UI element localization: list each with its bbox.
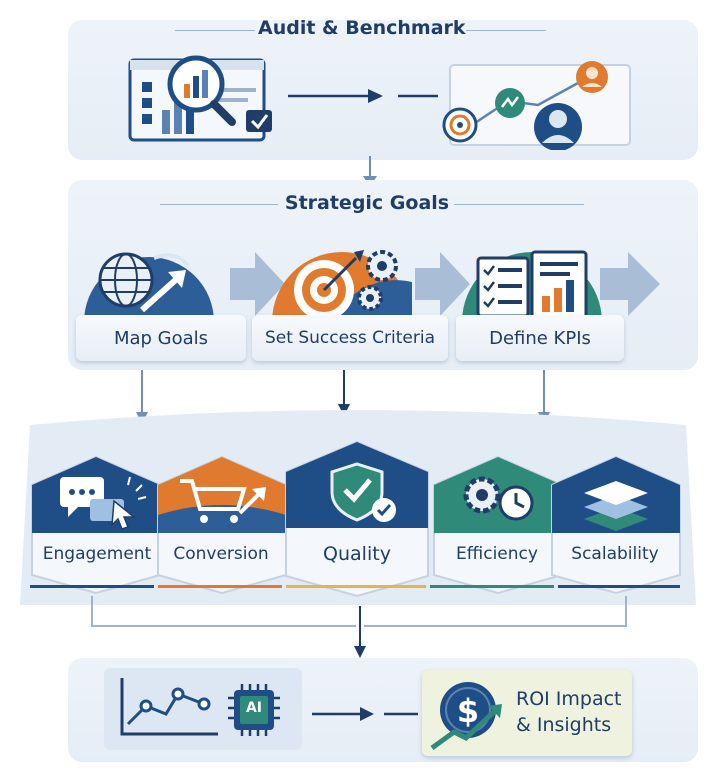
audit-flow-arrow bbox=[288, 89, 438, 103]
strategic-rule-right bbox=[454, 204, 584, 205]
metric-scalability-hex bbox=[551, 455, 681, 595]
step-label: Define KPIs bbox=[489, 327, 591, 349]
metric-conversion-hex bbox=[157, 455, 287, 595]
audit-title: Audit & Benchmark bbox=[258, 17, 466, 39]
step-label: Map Goals bbox=[113, 327, 209, 349]
step-set-success-criteria: Set Success Criteria bbox=[252, 315, 448, 361]
metric-label-efficiency: Efficiency bbox=[456, 544, 538, 564]
metric-engagement-hex bbox=[31, 455, 161, 595]
metrics-color-bands bbox=[30, 585, 680, 588]
step-map-goals: Map Goals bbox=[76, 315, 246, 361]
audit-rule-left bbox=[175, 30, 255, 31]
strategic-title: Strategic Goals bbox=[284, 192, 450, 214]
step-define-kpis: Define KPIs bbox=[456, 315, 624, 361]
metrics-merge-connector bbox=[91, 596, 627, 658]
benchmark-profile-icon bbox=[442, 61, 631, 150]
audit-dashboard-icon bbox=[128, 55, 272, 142]
metric-label-quality: Quality bbox=[323, 543, 391, 565]
svg-text:$: $ bbox=[457, 692, 479, 730]
analytics-ai-icon bbox=[104, 668, 302, 750]
audit-rule-right bbox=[466, 30, 546, 31]
roi-title-line2: & Insights bbox=[516, 714, 612, 736]
metric-quality-hex bbox=[285, 440, 429, 598]
metric-label-scalability: Scalability bbox=[571, 544, 659, 564]
strategic-flow-arrows bbox=[230, 252, 660, 316]
step-label: Set Success Criteria bbox=[265, 328, 435, 348]
checklist-chart-icon bbox=[462, 250, 602, 322]
ai-chip-label: AI bbox=[245, 700, 263, 716]
metric-efficiency-hex bbox=[433, 455, 563, 595]
metric-label-engagement: Engagement bbox=[42, 544, 152, 564]
metric-label-conversion: Conversion bbox=[173, 544, 269, 564]
globe-arrow-icon bbox=[84, 252, 214, 322]
dollar-growth-icon: $ bbox=[430, 682, 502, 751]
roi-title-line1: ROI Impact bbox=[516, 688, 622, 710]
target-gears-icon bbox=[272, 250, 412, 322]
roi-flow-arrow bbox=[312, 707, 418, 721]
strategic-rule-left bbox=[160, 204, 278, 205]
